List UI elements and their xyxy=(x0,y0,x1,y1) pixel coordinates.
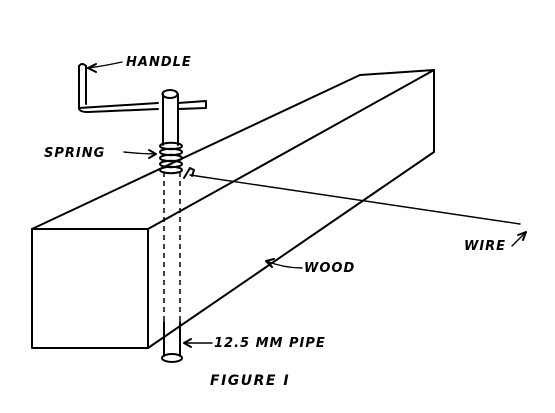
wire xyxy=(183,167,521,225)
wood-block xyxy=(31,69,435,349)
wood-block-front-face xyxy=(31,228,149,349)
leader-arrows xyxy=(87,61,527,348)
wood-label: WOOD xyxy=(304,261,355,276)
pipe-label: 12.5 MM PIPE xyxy=(214,336,326,351)
pipe-hidden-section xyxy=(163,172,181,322)
handle-crank xyxy=(78,63,207,113)
pipe-upper-section xyxy=(161,89,179,146)
wire-label: WIRE xyxy=(464,239,506,254)
pipe-lower-section xyxy=(161,321,183,363)
figure-caption: FIGURE I xyxy=(210,373,290,389)
wood-block-top-face xyxy=(31,69,435,230)
handle-label: HANDLE xyxy=(126,55,192,70)
spring-coils xyxy=(159,141,183,175)
wood-block-side-face xyxy=(147,69,435,349)
spring-label: SPRING xyxy=(44,146,105,161)
